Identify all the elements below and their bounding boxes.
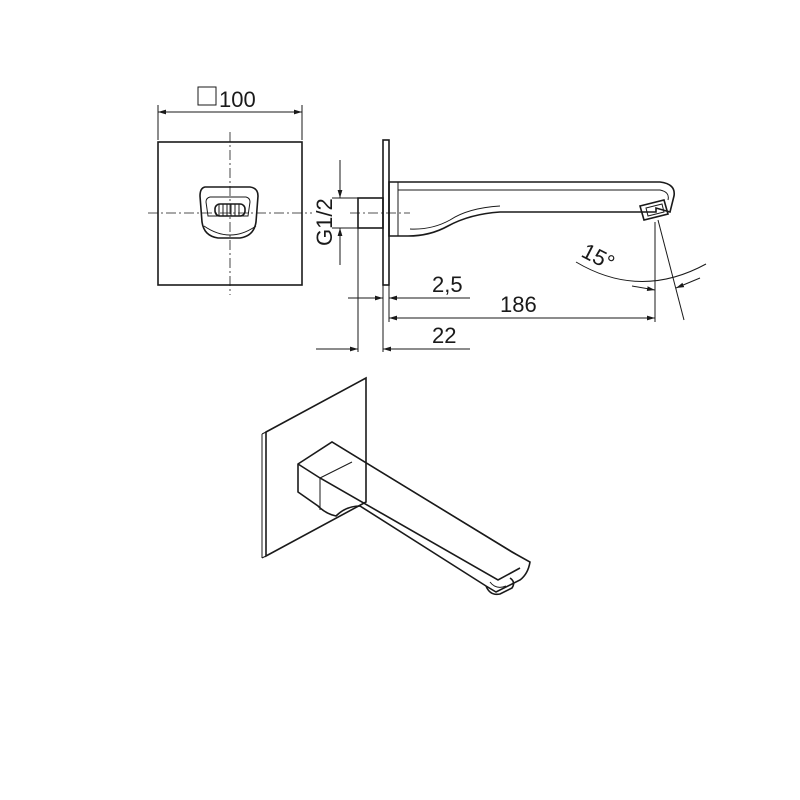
aerator-side bbox=[639, 199, 669, 221]
isometric-view bbox=[261, 376, 531, 596]
thickness-label: 2,5 bbox=[432, 272, 463, 297]
spout-outlet-front bbox=[199, 186, 259, 239]
side-view: G1/2 15° 2,5 186 bbox=[312, 139, 707, 352]
wall-plate-side bbox=[382, 139, 390, 286]
front-view: 100 bbox=[148, 86, 312, 295]
angle-label: 15° bbox=[578, 238, 619, 275]
spout-side bbox=[388, 181, 676, 237]
depth-label: 22 bbox=[432, 323, 456, 348]
spout-3d bbox=[297, 441, 531, 596]
plate-size-label: 100 bbox=[219, 87, 256, 112]
thread-label: G1/2 bbox=[312, 198, 337, 246]
length-label: 186 bbox=[500, 292, 537, 317]
wall-plate-3d bbox=[265, 376, 367, 558]
square-symbol-icon bbox=[197, 86, 217, 106]
